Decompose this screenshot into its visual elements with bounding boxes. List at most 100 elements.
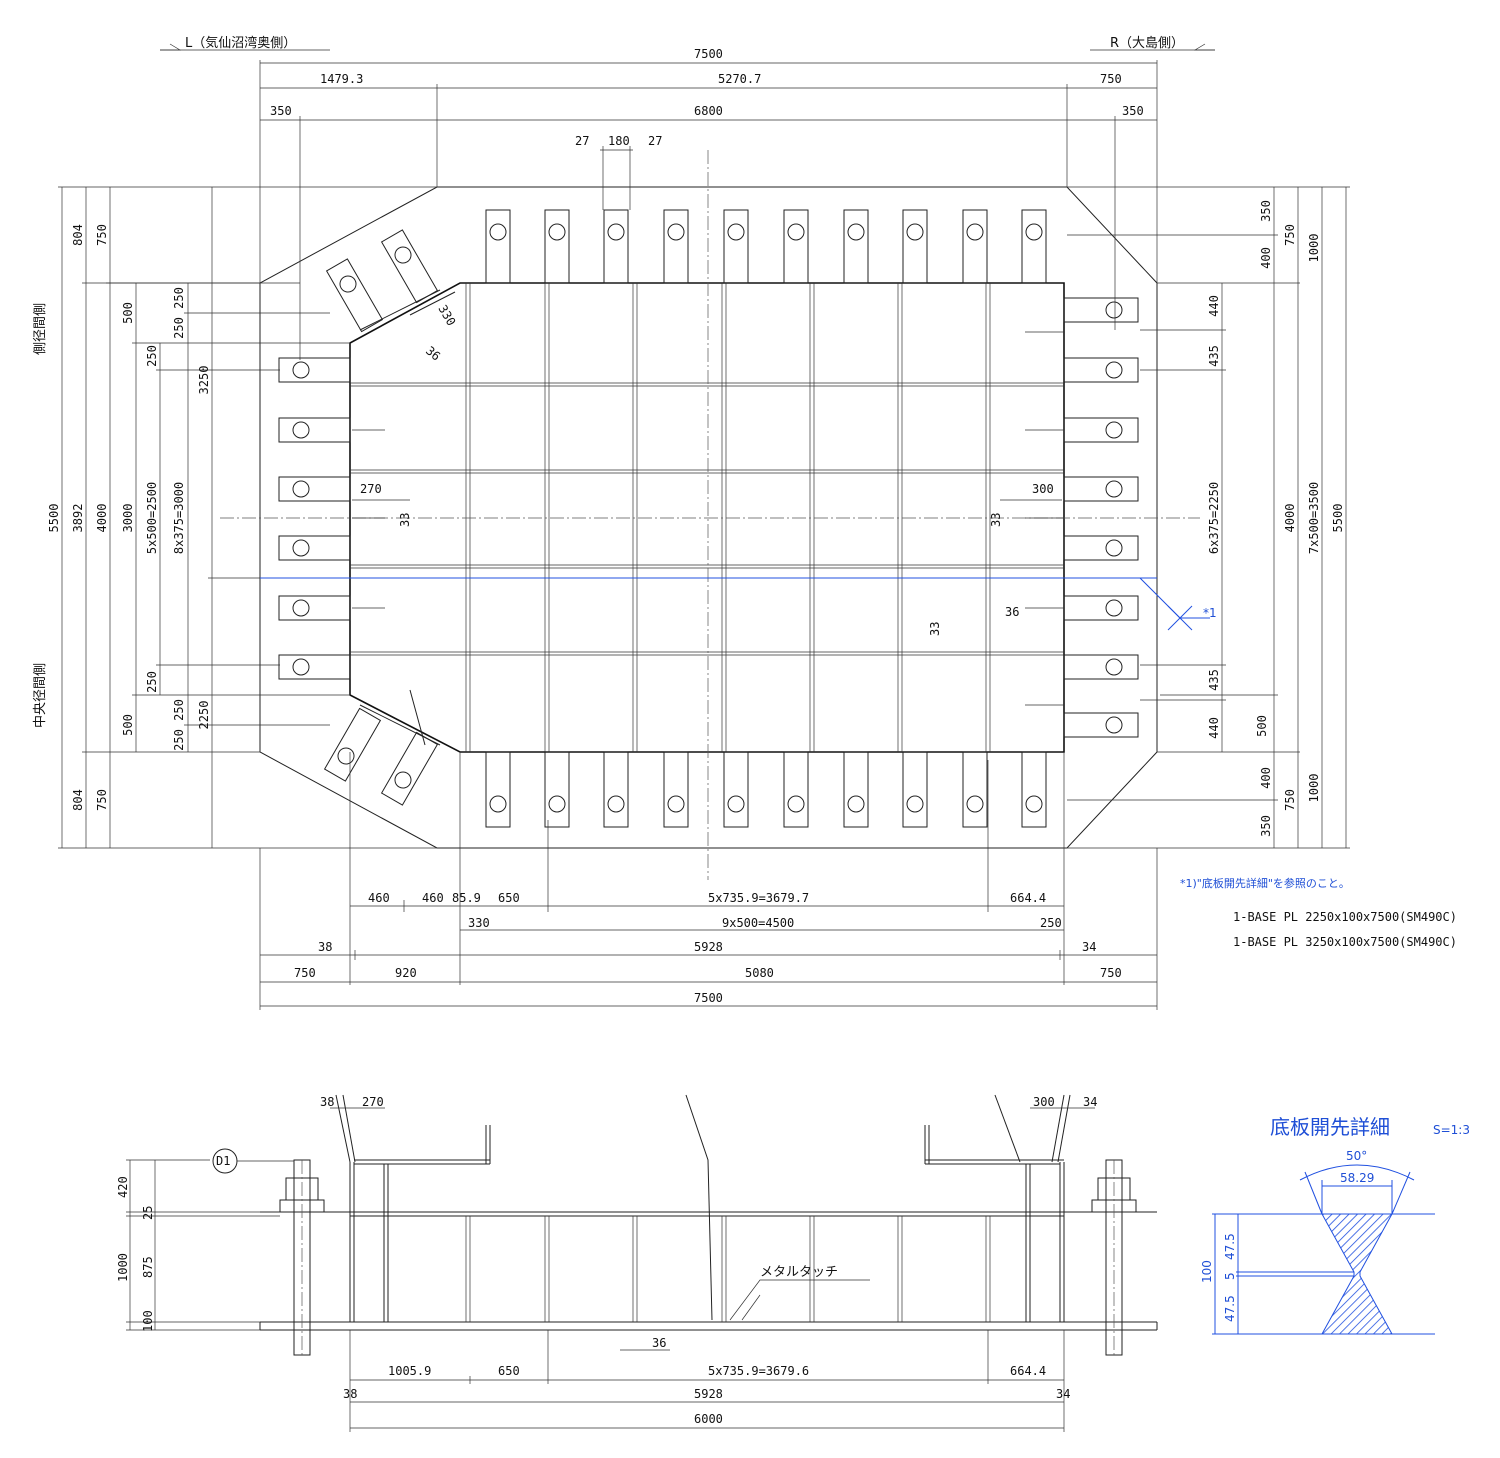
lug-right [1063,712,1139,738]
bolt-hole-bottom [607,795,625,813]
e-34: 34 [1083,1095,1097,1109]
dim-36a: 36 [423,344,443,364]
lug-top [1021,209,1047,284]
bolt-hole-left [292,539,310,557]
lug-diag-bl2-hole [394,771,412,789]
lug-top [544,209,570,284]
bolt-hole-right [1105,361,1123,379]
detail-dim-lines [1212,1164,1435,1335]
right-440-top: 440 [1207,295,1221,317]
detail-h100: 100 [1200,1260,1214,1283]
material-2: 1-BASE PL 3250x100x7500(SM490C) [1233,935,1457,949]
e-420: 420 [116,1176,130,1198]
detail-scale: S=1:3 [1433,1123,1470,1137]
lug-bottom [843,751,869,828]
e-38: 38 [320,1095,334,1109]
detail-title: 底板開先詳細 [1270,1115,1390,1139]
b-250: 250 [1040,916,1062,930]
right-dim-lines [1067,186,1350,849]
anchor-bolt-left [279,1159,325,1356]
left-250-b: 250 [172,287,186,309]
bolt-hole-bottom [847,795,865,813]
b-330: 330 [468,916,490,930]
bolt-hole-bottom [727,795,745,813]
bolt-hole-right [1105,599,1123,617]
right-435-bot: 435 [1207,669,1221,691]
right-750-top: 750 [1283,224,1297,246]
lug-left [278,357,351,383]
bolt-hole-bottom [787,795,805,813]
lug-bottom [603,751,629,828]
detail-h47b: 47.5 [1223,1295,1237,1322]
lug-diag-tl1 [325,258,384,333]
left-3250: 3250 [197,366,211,395]
lug-bottom [962,751,988,828]
b-460a: 460 [368,891,390,905]
lug-top [485,209,511,284]
bolt-hole-left [292,599,310,617]
lug-diag-bl2 [380,731,439,806]
left-250-f: 250 [172,729,186,751]
top-edge-l: 350 [270,104,292,118]
lug-right [1063,535,1139,561]
bevel-hatch [1321,1213,1393,1335]
bolt-hole-top [667,223,685,241]
left-250-c: 250 [172,317,186,339]
lug-bottom [485,751,511,828]
top-dim-lines [160,43,1215,360]
lug-right [1063,417,1139,443]
lug-right [1063,595,1139,621]
left-total: 5500 [47,504,61,533]
left-3000: 3000 [121,504,135,533]
bolt-hole-bottom [548,795,566,813]
bolt-hole-top [489,223,507,241]
slot-c: 27 [648,134,662,148]
break-lines [335,1094,1071,1321]
lug-right [1063,654,1139,680]
lug-diag-tl1-plate [325,258,384,333]
bolt-hole-bottom [489,795,507,813]
dim-270: 270 [360,482,382,496]
left-804-top: 804 [71,224,85,246]
note-text: *1)"底板開先詳細"を参照のこと。 [1180,876,1350,890]
material-1: 1-BASE PL 2250x100x7500(SM490C) [1233,910,1457,924]
right-350-top: 350 [1259,200,1273,222]
left-500-bot: 500 [121,714,135,736]
right-750-bot: 750 [1283,789,1297,811]
left-750-bot: 750 [95,789,109,811]
bolt-hole-bottom [667,795,685,813]
bolt-hole-left [292,421,310,439]
elev-dim-lines [126,1107,1095,1432]
slot-a: 27 [575,134,589,148]
bolt-hole-top [1025,223,1043,241]
b-750b: 750 [1100,966,1122,980]
right-500-bot: 500 [1255,715,1269,737]
e-b34: 34 [1056,1387,1070,1401]
bolt-hole-bottom [1025,795,1043,813]
lug-diag-bl1-plate [323,707,382,782]
left-pitch5: 5x500=2500 [145,482,159,554]
lug-diag-tl2-hole [394,246,412,264]
bolt-hole-bottom [966,795,984,813]
bolt-hole-left [292,658,310,676]
dim-300: 300 [1032,482,1054,496]
lug-left [278,654,351,680]
lug-top [663,209,689,284]
plan-view: *1 L（気仙沼湾奥側） R（大島側） 7500 1479.3 [33,35,1457,1010]
b-9pitch: 9x500=4500 [722,916,794,930]
lug-diag-tl2 [380,229,439,304]
side-left-label: L（気仙沼湾奥側） [185,35,296,51]
rib-grid [350,283,1064,752]
right-total: 5500 [1331,504,1345,533]
lug-diag-bl2-plate [380,731,439,806]
b-5080: 5080 [745,966,774,980]
left-500-top: 500 [121,302,135,324]
left-3892: 3892 [71,504,85,533]
top-edge-r: 350 [1122,104,1144,118]
gusset-line [359,289,441,331]
lug-bottom [902,751,928,828]
lug-right [1063,476,1139,502]
left-2250: 2250 [197,701,211,730]
